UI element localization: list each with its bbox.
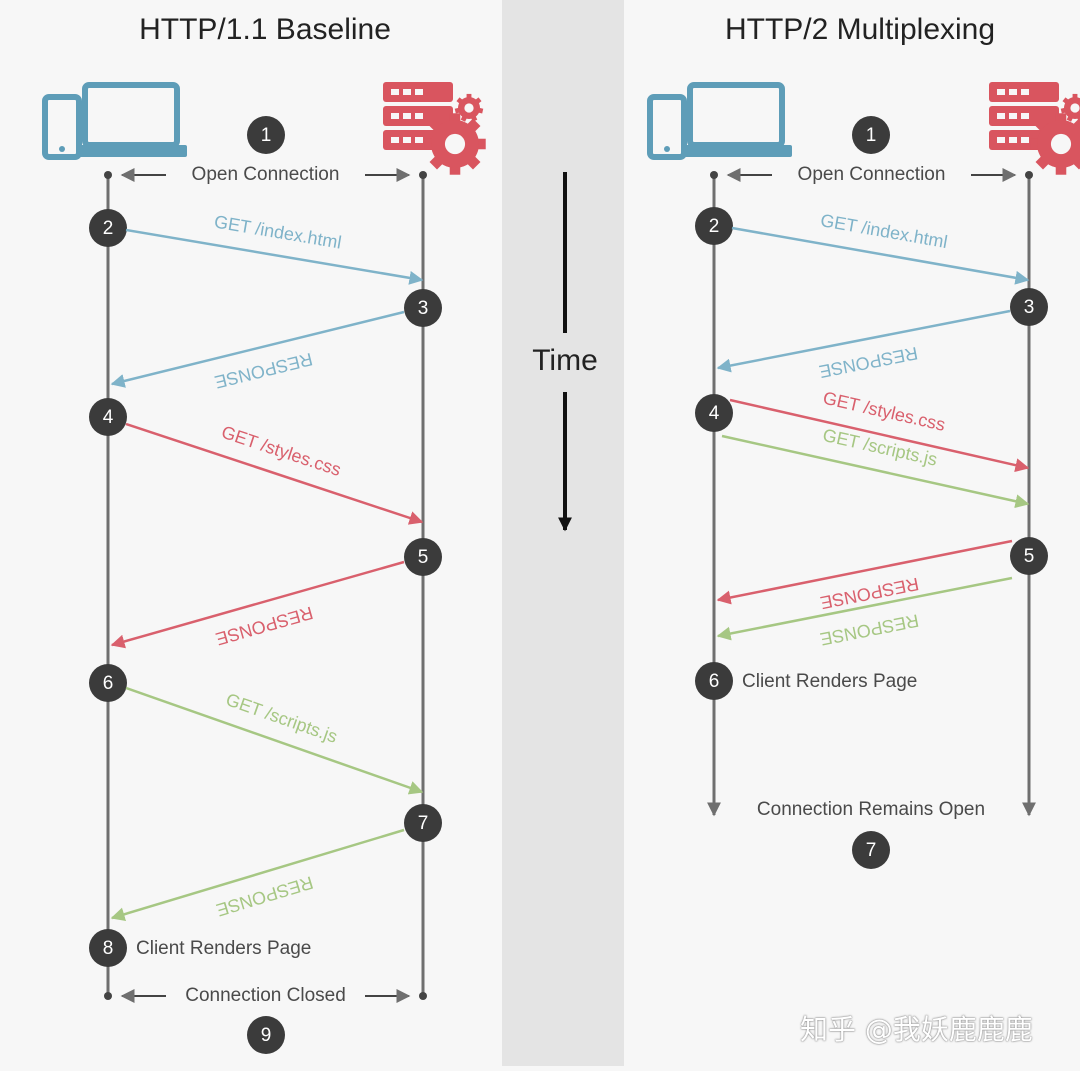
timeline-dot [710, 171, 718, 179]
server-light [997, 89, 1005, 95]
server-light [403, 89, 411, 95]
server-light [1009, 137, 1017, 143]
step-number: 6 [103, 673, 114, 694]
connection-label: Open Connection [798, 164, 946, 185]
devices-icon [650, 85, 792, 157]
message-arrow [126, 688, 422, 792]
server-gear-icon [383, 82, 486, 175]
timeline-dot [419, 171, 427, 179]
server-light [1009, 89, 1017, 95]
step-number: 5 [1024, 546, 1035, 567]
server-light [997, 113, 1005, 119]
laptop-screen [690, 85, 782, 145]
server-light [391, 113, 399, 119]
laptop-base [678, 145, 792, 157]
message-label: RESPONSE [817, 343, 919, 382]
gear-hole [1051, 134, 1071, 154]
timeline-dot [104, 171, 112, 179]
step-number: 4 [103, 407, 114, 428]
step-number: 1 [866, 125, 877, 146]
step-number: 2 [709, 216, 720, 237]
gear-shape [424, 113, 485, 174]
server-light [1009, 113, 1017, 119]
phone-button [664, 146, 670, 152]
devices-icon [45, 85, 187, 157]
step-number: 2 [103, 218, 114, 239]
laptop-screen [85, 85, 177, 145]
message-label: GET /styles.css [219, 422, 344, 480]
server-light [1021, 89, 1029, 95]
watermark: 知乎 @我妖鹿鹿鹿 [800, 1010, 1076, 1050]
server-light [391, 89, 399, 95]
step-number: 1 [261, 125, 272, 146]
render-label: Client Renders Page [136, 938, 311, 959]
step-number: 7 [418, 813, 429, 834]
message-label: GET /scripts.js [223, 689, 340, 747]
connection-remains-label: Connection Remains Open [757, 799, 985, 820]
connection-label: Connection Closed [185, 985, 346, 1006]
left-title: HTTP/1.1 Baseline [60, 10, 470, 50]
server-light [403, 113, 411, 119]
server-light [391, 137, 399, 143]
server-light [415, 113, 423, 119]
step-number: 8 [103, 938, 114, 959]
gear-hole [445, 134, 465, 154]
center-divider [502, 0, 624, 1066]
message-label: RESPONSE [214, 872, 316, 920]
server-gear-icon [989, 82, 1080, 175]
server-light [1021, 113, 1029, 119]
server-light [403, 137, 411, 143]
step-number: 6 [709, 671, 720, 692]
step-number: 9 [261, 1025, 272, 1046]
phone-button [59, 146, 65, 152]
message-label: RESPONSE [214, 603, 316, 650]
message-label: RESPONSE [818, 610, 920, 649]
gear-hole [1070, 103, 1079, 112]
step-number: 5 [418, 547, 429, 568]
step-number: 4 [709, 403, 720, 424]
server-light [415, 137, 423, 143]
step-number: 3 [418, 298, 429, 319]
server-light [1021, 137, 1029, 143]
connection-label: Open Connection [192, 164, 340, 185]
right-title: HTTP/2 Multiplexing [650, 10, 1070, 50]
step-number: 7 [866, 840, 877, 861]
time-label: Time [532, 344, 598, 377]
timeline-dot [419, 992, 427, 1000]
timeline-dot [104, 992, 112, 1000]
message-label: GET /index.html [213, 211, 343, 252]
server-light [415, 89, 423, 95]
timeline-dot [1025, 171, 1033, 179]
step-number: 3 [1024, 297, 1035, 318]
render-label: Client Renders Page [742, 671, 917, 692]
server-light [997, 137, 1005, 143]
gear-hole [464, 103, 473, 112]
laptop-base [73, 145, 187, 157]
